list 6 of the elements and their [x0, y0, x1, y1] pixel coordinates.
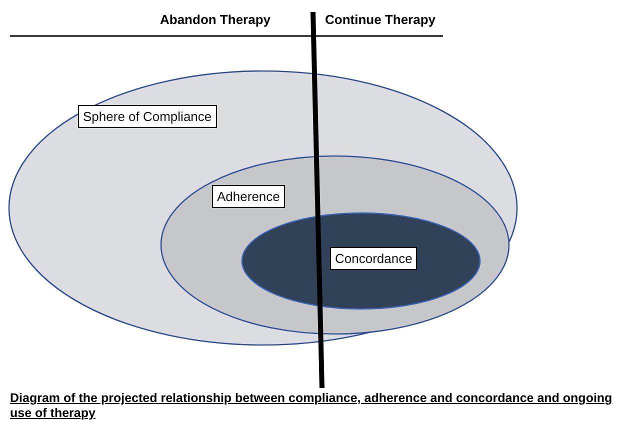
region-label: Concordance [330, 247, 418, 270]
region-label: Adherence [212, 185, 285, 208]
region-label: Sphere of Compliance [78, 105, 217, 128]
column-heading: Abandon Therapy [160, 12, 271, 27]
column-heading: Continue Therapy [325, 12, 436, 27]
caption: Diagram of the projected relationship between compliance, adherence and concordance and ongoing use of therapy [10, 391, 614, 421]
